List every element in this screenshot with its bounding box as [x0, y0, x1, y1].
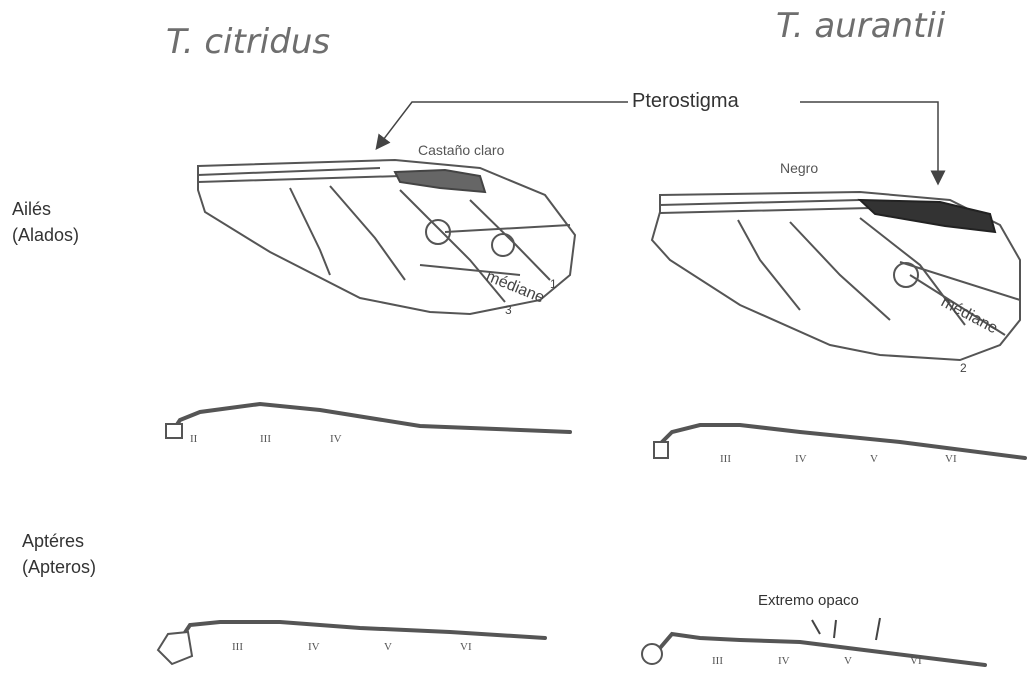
antenna-segment-left_apterous-1: IV	[308, 641, 320, 653]
antenna-segment-left_apterous-0: III	[232, 641, 243, 653]
antenna-segment-left_winged-0: II	[190, 433, 198, 445]
row-winged-label: Ailés (Alados)	[12, 196, 79, 248]
antenna-segment-left_apterous-2: V	[384, 641, 392, 653]
antenna-segment-right_winged-1: IV	[795, 453, 807, 465]
antenna-segment-right_apterous-2: V	[844, 655, 852, 667]
antenna-segment-right_winged-0: III	[720, 453, 731, 465]
antenna-segment-right_winged-2: V	[870, 453, 878, 465]
antenna-segment-right_apterous-0: III	[712, 655, 723, 667]
castano-claro-label: Castaño claro	[418, 142, 504, 158]
negro-label: Negro	[780, 160, 818, 176]
vein-label-3: 3	[505, 303, 512, 317]
extremo-opaco-label: Extremo opaco	[758, 592, 859, 609]
row-winged-es: (Alados)	[12, 222, 79, 248]
species-right-title: T. aurantii	[776, 6, 945, 46]
extremo-opaco-markers	[812, 618, 880, 640]
antenna-segment-left_apterous-3: VI	[460, 641, 472, 653]
wing-right	[652, 192, 1020, 360]
antenna-right-winged	[654, 425, 1025, 458]
row-apterous-label: Aptéres (Apteros)	[22, 528, 96, 580]
species-left-title: T. citridus	[166, 22, 330, 62]
antenna-left-apterous	[158, 622, 545, 664]
pterostigma-right	[860, 200, 995, 232]
mediane-right: médiane	[938, 294, 1000, 338]
row-apterous-fr: Aptéres	[22, 528, 96, 554]
antenna-segment-right_apterous-3: VI	[910, 655, 922, 667]
antenna-right-apterous	[642, 634, 985, 665]
row-winged-fr: Ailés	[12, 196, 79, 222]
pterostigma-label: Pterostigma	[632, 90, 739, 113]
antenna-segment-left_winged-1: III	[260, 433, 271, 445]
antenna-segment-left_winged-2: IV	[330, 433, 342, 445]
antenna-left-winged	[166, 404, 570, 438]
antenna-segment-right_apterous-1: IV	[778, 655, 790, 667]
vein-label-2: 2	[960, 361, 967, 375]
antenna-segment-right_winged-3: VI	[945, 453, 957, 465]
pterostigma-left	[395, 170, 485, 192]
vein-label-1: 1	[550, 277, 557, 291]
row-apterous-es: (Apteros)	[22, 554, 96, 580]
